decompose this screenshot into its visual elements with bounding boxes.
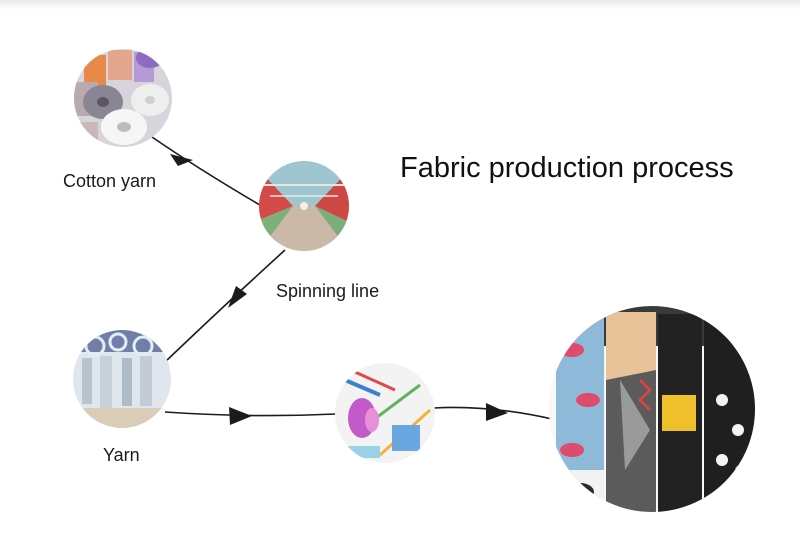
arrowhead-2 [228, 286, 247, 308]
arrowhead-4 [486, 403, 508, 421]
connector-yarn-to-dyeing [164, 411, 337, 417]
arrowhead-3 [229, 407, 252, 425]
top-shadow [0, 0, 800, 10]
arrowhead-1 [170, 154, 193, 166]
yarn-photo [73, 330, 171, 428]
connector-spinning-to-yarn [164, 249, 286, 363]
dyeing-photo [335, 363, 435, 463]
stage-label-cotton-yarn: Cotton yarn [63, 171, 157, 191]
connector-cotton-to-spinning [151, 136, 266, 209]
stage-label-yarn: Yarn [103, 445, 140, 465]
diagram-title: Fabric production process [400, 152, 734, 184]
stage-label-spinning-line: Spinning line [276, 281, 380, 301]
socks-photo [549, 306, 755, 512]
spinning-line-photo [259, 161, 349, 251]
arrowheads [170, 154, 508, 425]
cotton-yarn-photo [74, 49, 172, 147]
